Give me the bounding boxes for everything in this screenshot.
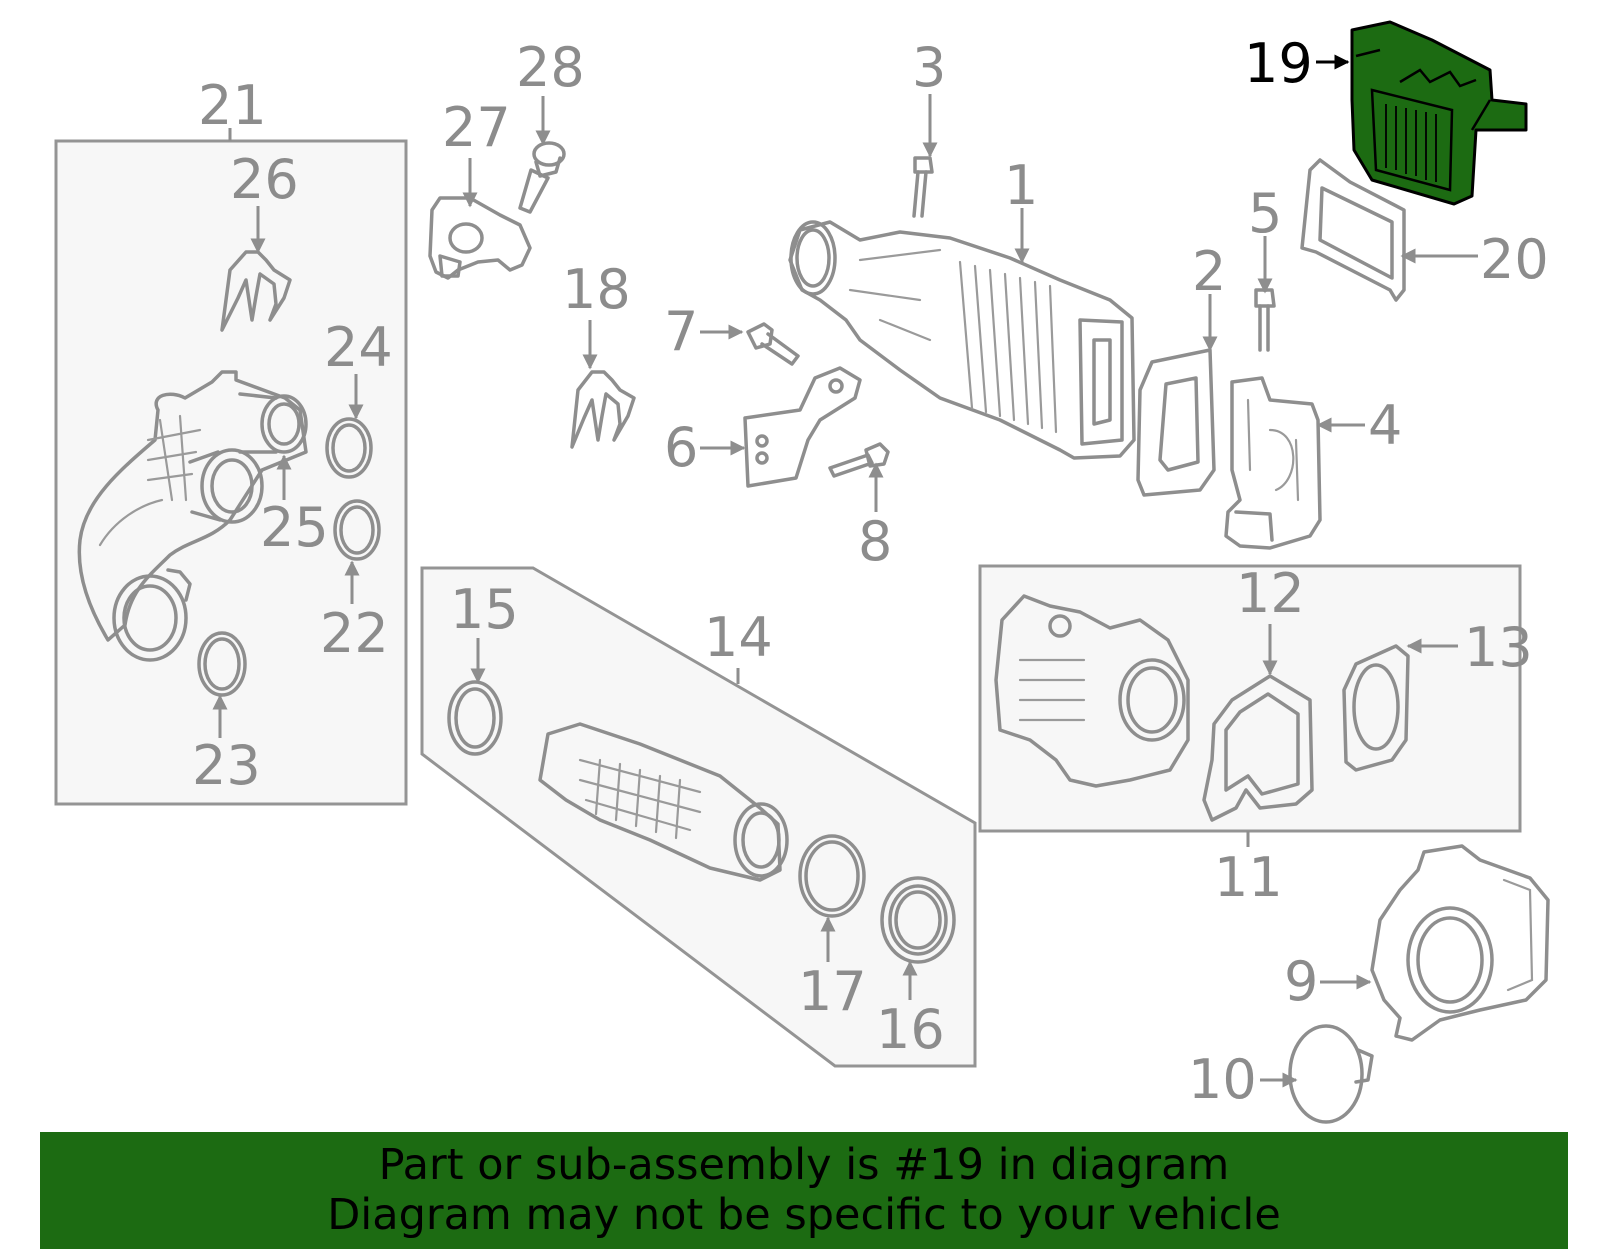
label-18: 18 xyxy=(562,258,631,321)
label-14: 14 xyxy=(704,606,773,669)
label-20: 20 xyxy=(1480,228,1549,291)
part-16-coupler xyxy=(880,876,956,964)
label-15: 15 xyxy=(450,578,519,641)
label-23: 23 xyxy=(192,734,261,797)
label-26: 26 xyxy=(230,148,299,211)
info-banner-line-1: Part or sub-assembly is #19 in diagram xyxy=(378,1140,1230,1190)
part-13-gasket xyxy=(1342,644,1410,772)
label-19: 19 xyxy=(1244,32,1313,95)
part-6-bracket xyxy=(743,366,862,488)
label-22: 22 xyxy=(320,602,389,665)
group-box-14 xyxy=(420,566,977,1068)
info-banner-line-2: Diagram may not be specific to your vehi… xyxy=(327,1190,1281,1240)
label-17: 17 xyxy=(798,960,867,1023)
part-19-highlighted xyxy=(1350,20,1528,206)
info-banner: Part or sub-assembly is #19 in diagram D… xyxy=(40,1132,1568,1249)
label-5: 5 xyxy=(1248,182,1282,245)
label-27: 27 xyxy=(442,96,511,159)
label-3: 3 xyxy=(912,36,946,99)
part-18-clip xyxy=(570,370,636,449)
part-7-bolt xyxy=(746,322,800,366)
part-3-bolt xyxy=(912,156,934,218)
label-28: 28 xyxy=(516,36,585,99)
part-5-bolt xyxy=(1254,288,1276,352)
label-25: 25 xyxy=(260,496,329,559)
part-1-supercharger xyxy=(788,220,1136,460)
label-6: 6 xyxy=(664,416,698,479)
label-8: 8 xyxy=(858,510,892,573)
label-2: 2 xyxy=(1192,240,1226,303)
label-11: 11 xyxy=(1214,846,1283,909)
label-10: 10 xyxy=(1188,1048,1257,1111)
part-10-ring xyxy=(1288,1024,1374,1124)
part-8-bolt xyxy=(828,442,890,478)
part-9-housing xyxy=(1370,844,1550,1042)
label-21: 21 xyxy=(198,74,267,137)
part-2-gasket xyxy=(1136,348,1216,497)
part-14-intake-tube xyxy=(538,722,789,882)
part-20-gasket xyxy=(1300,158,1406,302)
label-12: 12 xyxy=(1236,562,1305,625)
part-11-throttle-assembly xyxy=(994,594,1190,788)
part-12-gasket xyxy=(1202,674,1314,822)
label-13: 13 xyxy=(1464,616,1533,679)
label-16: 16 xyxy=(876,998,945,1061)
part-21-intake-hose xyxy=(77,370,308,662)
part-17-clamp xyxy=(798,834,866,918)
group-box-21 xyxy=(54,139,408,806)
part-22-o-ring xyxy=(333,499,381,561)
part-28-bolt xyxy=(518,141,566,214)
label-1: 1 xyxy=(1004,154,1038,217)
label-9: 9 xyxy=(1284,950,1318,1013)
part-4-manifold xyxy=(1224,376,1322,550)
label-4: 4 xyxy=(1368,394,1402,457)
label-7: 7 xyxy=(664,300,698,363)
part-27-sensor xyxy=(428,196,532,280)
label-24: 24 xyxy=(324,316,393,379)
